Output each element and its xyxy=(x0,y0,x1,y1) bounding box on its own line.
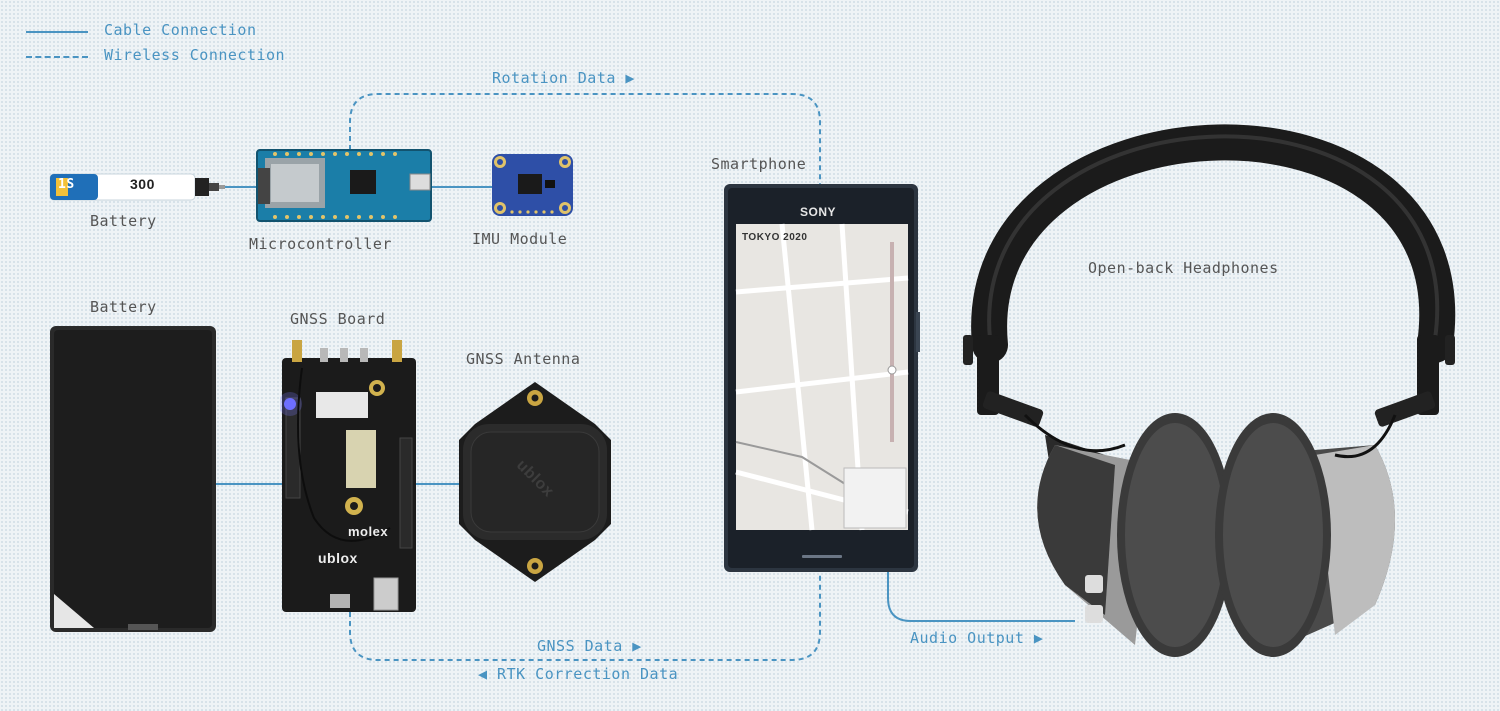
small-battery-capacity-text: 300 xyxy=(130,176,155,192)
rotation-data-label: Rotation Data ▶ xyxy=(492,69,635,87)
gnss-data-label: GNSS Data ▶ xyxy=(537,637,642,655)
legend-wireless-line xyxy=(26,56,88,58)
legend-cable-line xyxy=(26,31,88,33)
microcontroller-label: Microcontroller xyxy=(249,235,392,253)
large-battery-label: Battery xyxy=(90,298,157,316)
small-battery-label: Battery xyxy=(90,212,157,230)
gnss-board-image xyxy=(280,340,416,612)
imu-module-label: IMU Module xyxy=(472,230,568,248)
map-title: TOKYO 2020 xyxy=(742,232,808,243)
headphones-image xyxy=(963,124,1456,657)
legend-cable-label: Cable Connection xyxy=(104,21,257,39)
smartphone-image xyxy=(724,184,920,572)
gnss-board-label: GNSS Board xyxy=(290,310,386,328)
gnss-antenna-label: GNSS Antenna xyxy=(466,350,581,368)
legend-wireless-label: Wireless Connection xyxy=(104,46,286,64)
small-battery-cell-text: 1S xyxy=(58,177,75,192)
small-battery-image xyxy=(49,173,225,201)
microcontroller-image xyxy=(256,149,432,222)
audio-output-label: Audio Output ▶ xyxy=(910,629,1044,647)
wireless-rotation xyxy=(349,93,821,185)
cable-phone-headphones xyxy=(887,570,1075,622)
imu-module-image xyxy=(492,154,573,216)
gnss-board-brand: molex xyxy=(348,524,389,539)
gnss-board-brand2: ublox xyxy=(318,550,358,566)
smartphone-label: Smartphone xyxy=(711,155,807,173)
phone-brand: SONY xyxy=(800,205,837,219)
rtk-correction-label: ◀ RTK Correction Data xyxy=(478,665,679,683)
large-battery-image xyxy=(50,326,216,632)
headphones-label: Open-back Headphones xyxy=(1088,259,1279,277)
wireless-gnss-rtk xyxy=(349,570,821,661)
gnss-antenna-image xyxy=(459,382,611,582)
